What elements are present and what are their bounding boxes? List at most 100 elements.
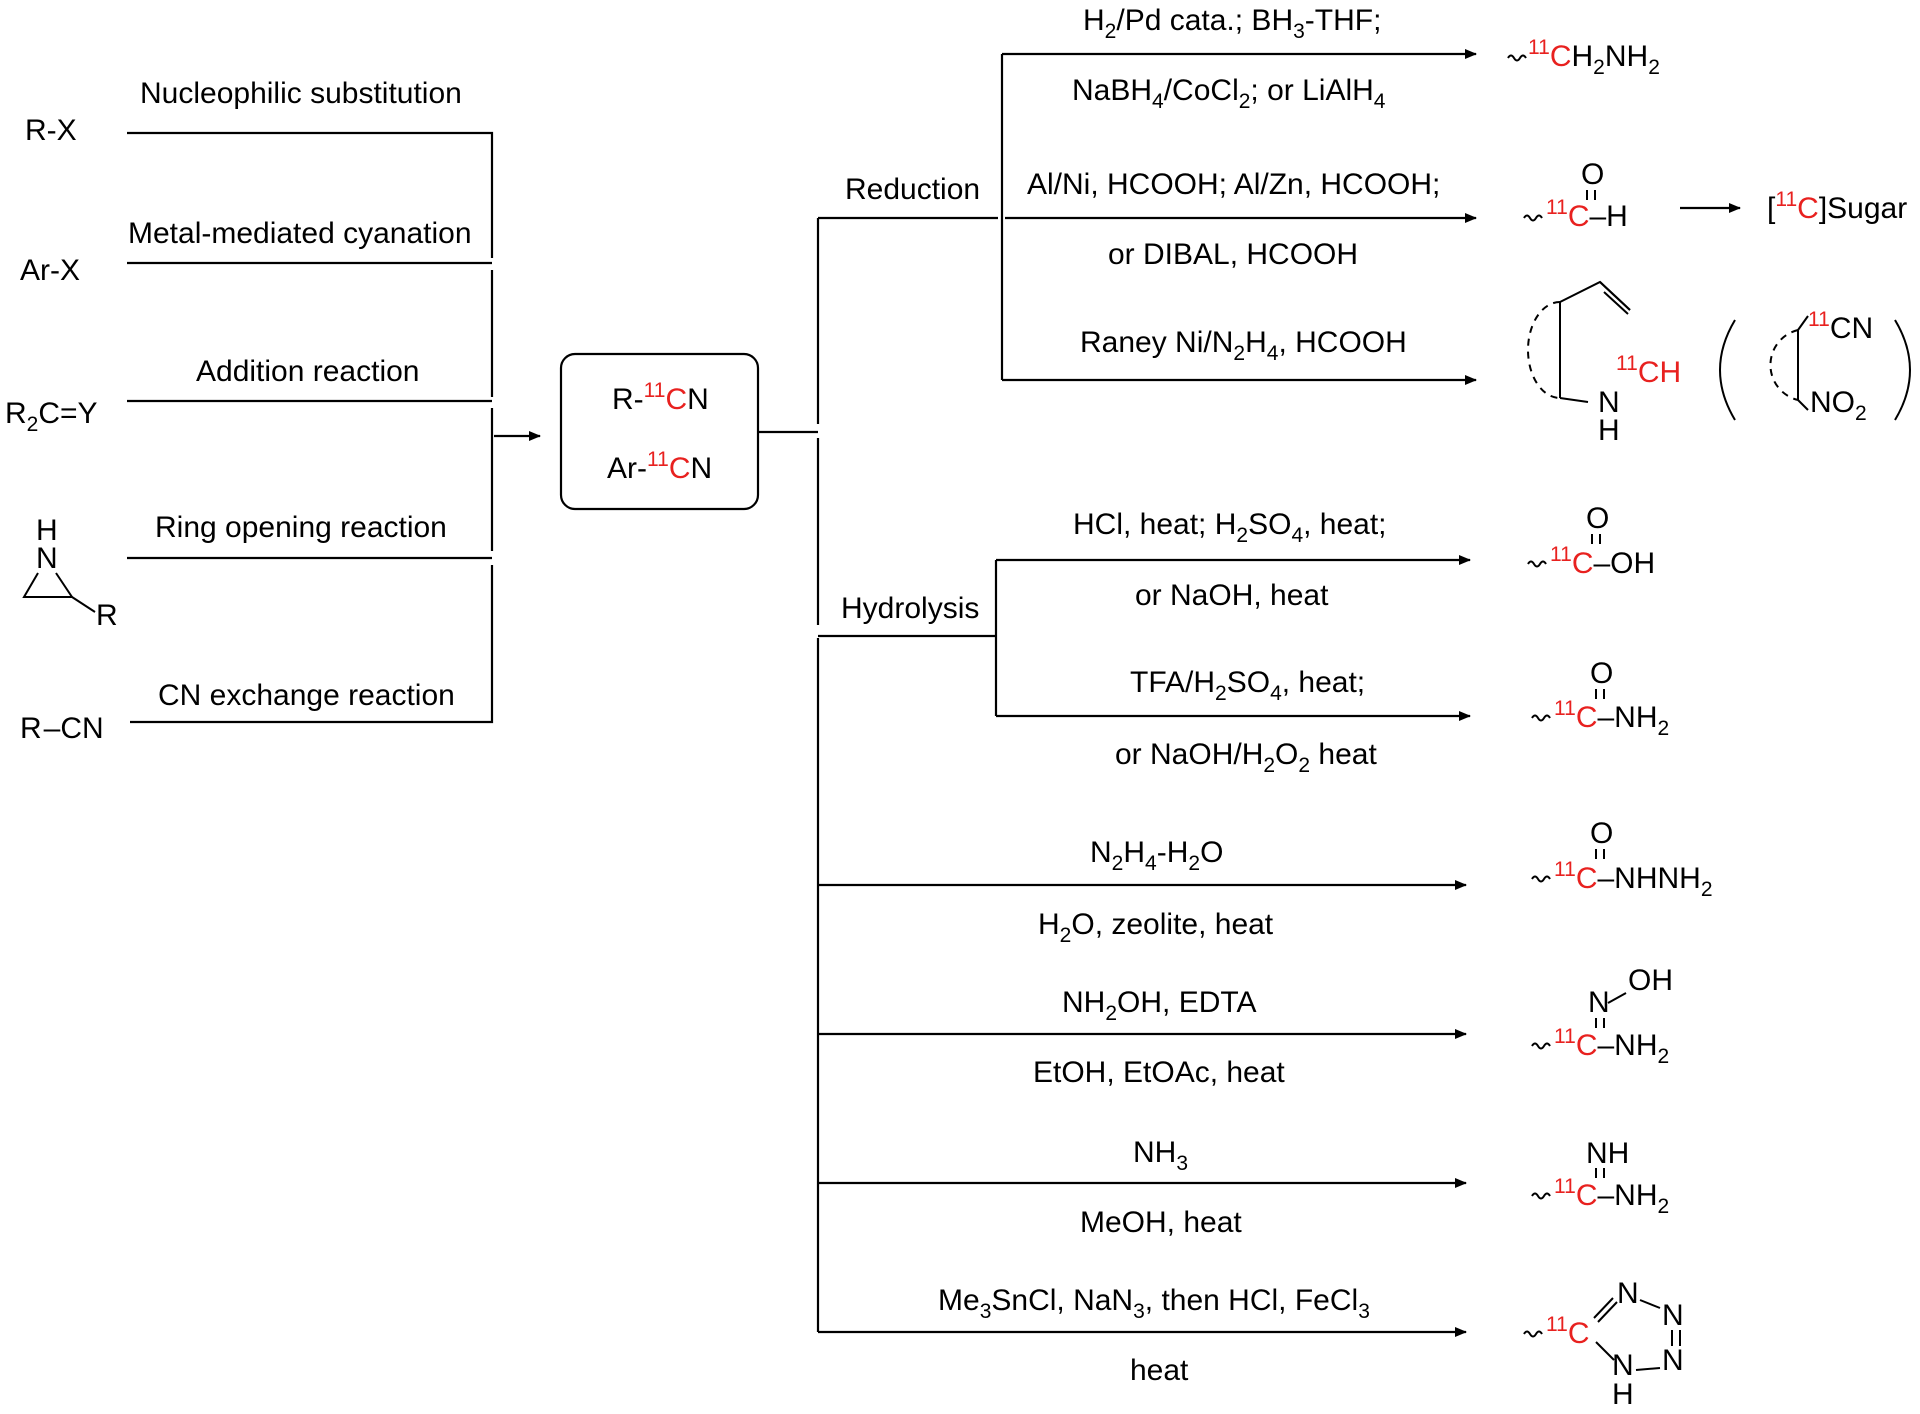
cond-acid-top: HCl, heat; H2SO4, heat;: [1073, 508, 1387, 547]
amidoxime-no-bond: [1607, 992, 1627, 1004]
amidoxime-n: N: [1588, 986, 1610, 1019]
product-amide: O 11C–NH2: [1531, 657, 1669, 740]
product-acid: O 11C–OH: [1527, 502, 1655, 580]
amidoxime-formula: 11C–NH2: [1554, 1025, 1669, 1068]
amine-formula: 11CH2NH2: [1528, 36, 1660, 79]
cond-amidine-bottom: MeOH, heat: [1080, 1206, 1242, 1239]
cond-aldehyde-top: Al/Ni, HCOOH; Al/Zn, HCOOH;: [1027, 168, 1440, 201]
aziridine-structure: H N R: [22, 514, 118, 632]
aziridine-r-bond: [71, 596, 96, 613]
line-rx: [127, 131, 494, 258]
cond-amidoxime-top: NH2OH, EDTA: [1062, 986, 1256, 1025]
trunk-lines: [758, 218, 820, 1332]
nitrile-box-frame: [559, 352, 760, 511]
cond-tetrazole-top: Me3SnCl, NaN3, then HCl, FeCl3: [938, 1284, 1370, 1323]
left-parenthesis: [1719, 319, 1736, 421]
indole-h: H: [1598, 414, 1620, 447]
direct-conversions: N2H4-H2O H2O, zeolite, heat NH2OH, EDTA …: [818, 836, 1467, 1387]
tetrazole-ring-bonds: [1595, 1299, 1681, 1371]
aziridine-ring-bonds: [22, 572, 74, 598]
nitro-11cn: 11CN: [1808, 308, 1873, 345]
cond-aldehyde-bottom: or DIBAL, HCOOH: [1108, 238, 1358, 271]
method-metal-cyanation: Metal-mediated cyanation: [128, 217, 472, 250]
cond-amide-bottom: or NaOH/H2O2 heat: [1115, 738, 1377, 777]
acid-o: O: [1586, 502, 1609, 535]
aldehyde-formula: 11C–H: [1546, 196, 1628, 233]
line-rcn: [130, 565, 494, 724]
nitro-bonds: [1797, 315, 1809, 411]
right-parenthesis: [1894, 319, 1911, 421]
cond-amidoxime-bottom: EtOH, EtOAc, heat: [1033, 1056, 1285, 1089]
wavy-bond-icon: [1531, 1042, 1551, 1050]
cond-amide-top: TFA/H2SO4, heat;: [1130, 666, 1365, 705]
amidine-formula: 11C–NH2: [1554, 1175, 1669, 1218]
nitro-no2: NO2: [1810, 386, 1867, 425]
wavy-bond-icon: [1531, 875, 1551, 883]
indole-n: N: [1598, 386, 1620, 419]
cond-acid-bottom: or NaOH, heat: [1135, 579, 1329, 612]
cond-hydrazide-bottom: H2O, zeolite, heat: [1038, 908, 1274, 947]
substrates: R-X Ar-X R2C=Y H N R R–CN: [5, 114, 118, 745]
aldehyde-o: O: [1581, 158, 1604, 191]
acid-formula: 11C–OH: [1550, 543, 1655, 580]
amide-double-bond: [1595, 689, 1605, 699]
wavy-bond-icon: [1523, 1330, 1543, 1338]
tetrazole-cn-double: [1593, 1297, 1618, 1323]
fused-ring-dashed: [1527, 301, 1561, 399]
cond-indole-top: Raney Ni/N2H4, HCOOH: [1080, 326, 1407, 365]
amidine-nh: NH: [1586, 1137, 1629, 1170]
cond-amidine-top: NH3: [1133, 1136, 1188, 1175]
amidine-double-bond: [1595, 1168, 1605, 1178]
tetrazole-n4: N: [1612, 1349, 1634, 1382]
wavy-bond-icon: [1527, 560, 1547, 568]
product-amidine: NH 11C–NH2: [1531, 1137, 1669, 1218]
wavy-bond-icon: [1531, 714, 1551, 722]
method-cn-exchange: CN exchange reaction: [158, 679, 455, 712]
aziridine-r-label: R: [96, 599, 118, 632]
substrate-r2cy: R2C=Y: [5, 397, 98, 436]
product-indole: N H 11CH 11CN NO2: [1527, 280, 1911, 447]
method-addition: Addition reaction: [196, 355, 419, 388]
wavy-bond-icon: [1523, 214, 1543, 222]
product-tetrazole: 11C N N N N H: [1523, 1277, 1684, 1411]
nitro-ring-dashed: [1769, 329, 1799, 401]
tetrazole-n3: N: [1662, 1344, 1684, 1377]
amidoxime-oh: OH: [1628, 964, 1673, 997]
tetrazole-11c: 11C: [1546, 1313, 1589, 1350]
cond-hydrazide-top: N2H4-H2O: [1090, 836, 1223, 875]
product-amine: 11CH2NH2: [1507, 36, 1660, 79]
acid-double-bond: [1591, 534, 1601, 544]
amide-o: O: [1590, 657, 1613, 690]
cond-amine-bottom: NaBH4/CoCl2; or LiAlH4: [1072, 74, 1386, 113]
r-11cn-label: R-11CN: [612, 379, 709, 416]
product-aldehyde: O 11C–H [11C]Sugar: [1523, 158, 1907, 233]
wavy-bond-icon: [1531, 1192, 1551, 1200]
method-labels: Nucleophilic substitution Metal-mediated…: [128, 77, 472, 712]
substrate-rcn: R–CN: [20, 712, 104, 745]
indole-11ch: 11CH: [1616, 352, 1681, 389]
hydrolysis-label: Hydrolysis: [841, 592, 979, 625]
cond-amine-top: H2/Pd cata.; BH3-THF;: [1083, 4, 1381, 43]
tetrazole-h: H: [1612, 1378, 1634, 1411]
reduction-label: Reduction: [845, 173, 980, 206]
aziridine-h-label: H: [36, 514, 58, 547]
nitrile-box: R-11CN Ar-11CN: [559, 352, 760, 511]
tetrazole-n2: N: [1662, 1299, 1684, 1332]
wavy-bond-icon: [1507, 54, 1527, 62]
hydrolysis-branch: Hydrolysis HCl, heat; H2SO4, heat; or Na…: [818, 508, 1471, 777]
hydrazide-double-bond: [1595, 849, 1605, 859]
cond-tetrazole-bottom: heat: [1130, 1354, 1189, 1387]
sugar-label: [11C]Sugar: [1767, 188, 1907, 225]
substrate-arx: Ar-X: [20, 254, 80, 287]
reduction-branch: Reduction H2/Pd cata.; BH3-THF; NaBH4/Co…: [818, 4, 1477, 385]
amidoxime-double-bond: [1595, 1018, 1605, 1028]
hydrazide-o: O: [1590, 817, 1613, 850]
method-ring-opening: Ring opening reaction: [155, 511, 447, 544]
amide-formula: 11C–NH2: [1554, 697, 1669, 740]
method-nucleophilic-substitution: Nucleophilic substitution: [140, 77, 462, 110]
product-amidoxime: OH N 11C–NH2: [1531, 964, 1673, 1068]
product-hydrazide: O 11C–NHNH2: [1531, 817, 1713, 901]
aziridine-n-label: N: [36, 542, 58, 575]
